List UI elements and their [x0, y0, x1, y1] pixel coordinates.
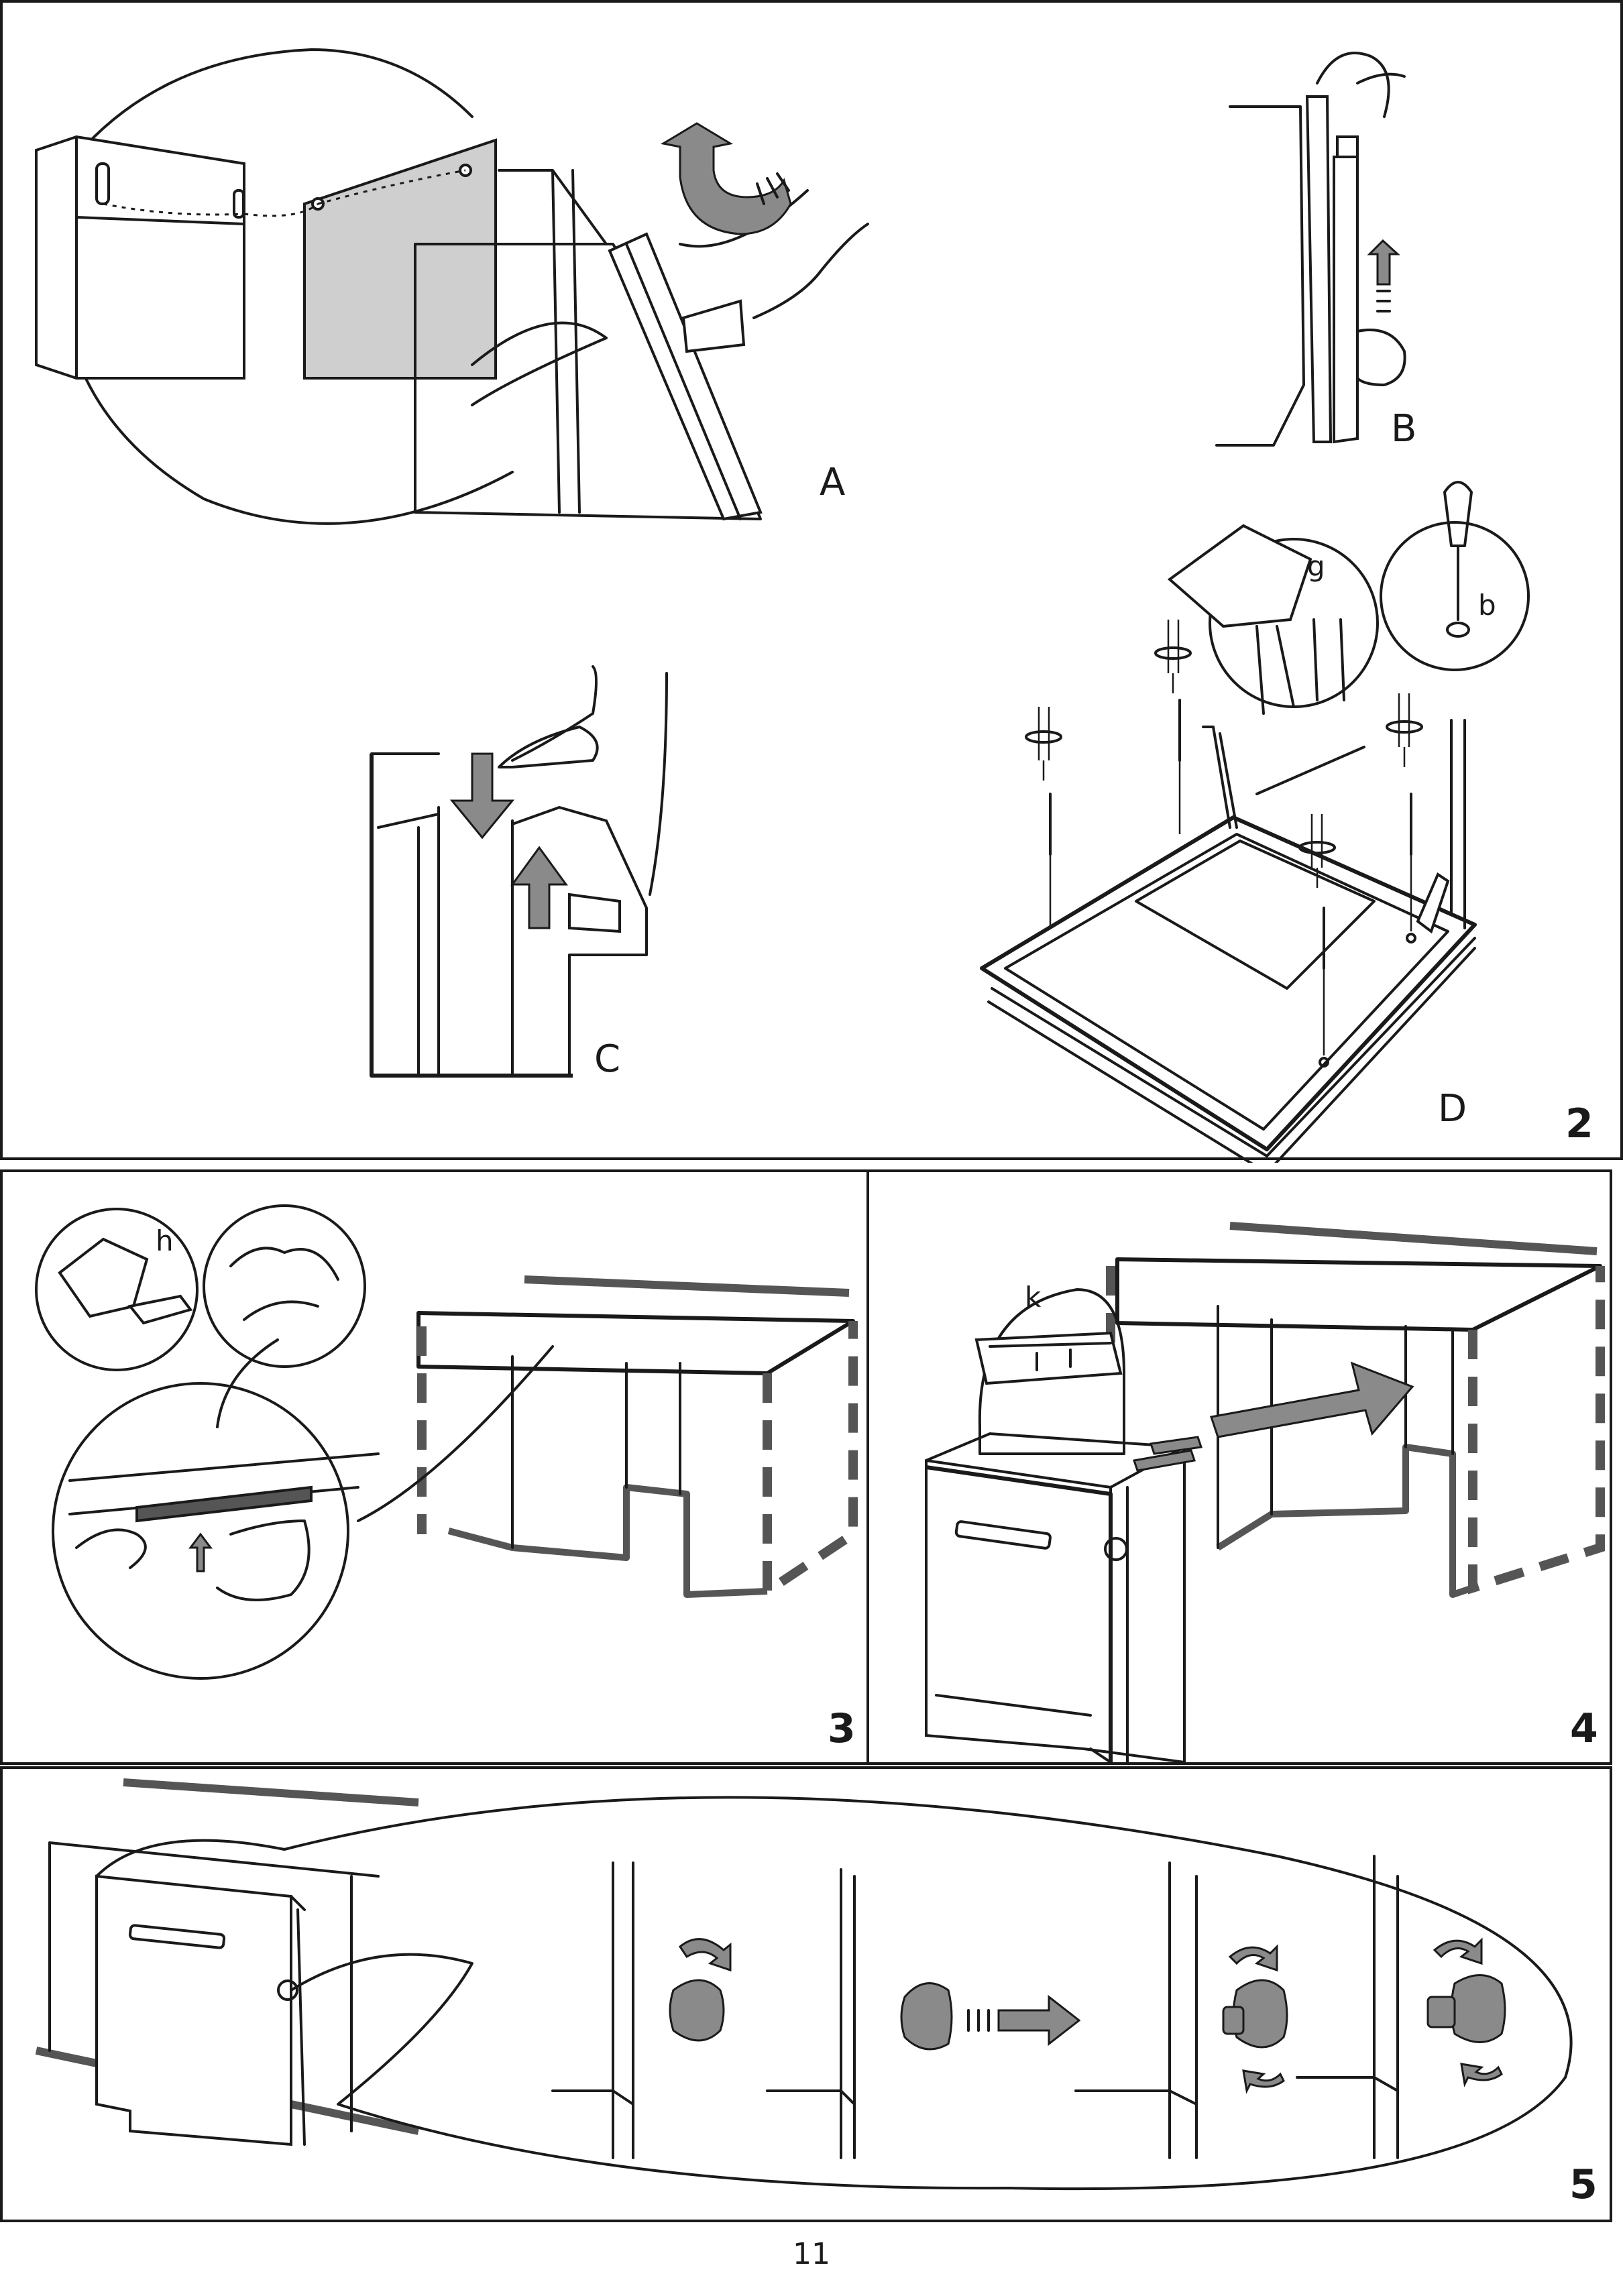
callout-k: k	[1025, 1281, 1042, 1314]
step-number-3: 3	[828, 1705, 856, 1752]
step-5-panel: 5	[0, 1766, 1612, 2222]
figure-c-drawing	[370, 665, 668, 1078]
figure-label-a: A	[820, 461, 846, 504]
step-4-panel: k 4	[866, 1169, 1612, 1765]
figure-b-drawing	[1215, 52, 1406, 447]
page-number: 11	[793, 2237, 830, 2271]
figure-label-d: D	[1438, 1087, 1467, 1131]
step-2-illustration	[35, 48, 1530, 1163]
step-3-panel: h 3	[0, 1169, 869, 1765]
callout-b: b	[1478, 589, 1496, 622]
callout-g: g	[1307, 550, 1325, 583]
callout-h: h	[156, 1224, 174, 1257]
step-number-4: 4	[1570, 1705, 1598, 1752]
step-number-2: 2	[1565, 1100, 1593, 1147]
step-number-5: 5	[1569, 2161, 1598, 2208]
figure-label-c: C	[594, 1037, 621, 1081]
step-3-illustration	[35, 1204, 858, 1680]
step-2-panel: A B C D g b 2	[0, 0, 1623, 1163]
figure-d-drawing	[980, 481, 1530, 1163]
step-4-illustration	[925, 1222, 1605, 1764]
figure-label-b: B	[1391, 407, 1417, 451]
step-5-illustration	[35, 1778, 1573, 2191]
knob-3	[1222, 1944, 1288, 2094]
knob-2	[900, 1982, 1081, 2051]
knob-1	[669, 1938, 732, 2042]
figure-a-drawing	[35, 48, 869, 525]
knob-4	[1426, 1937, 1506, 2087]
